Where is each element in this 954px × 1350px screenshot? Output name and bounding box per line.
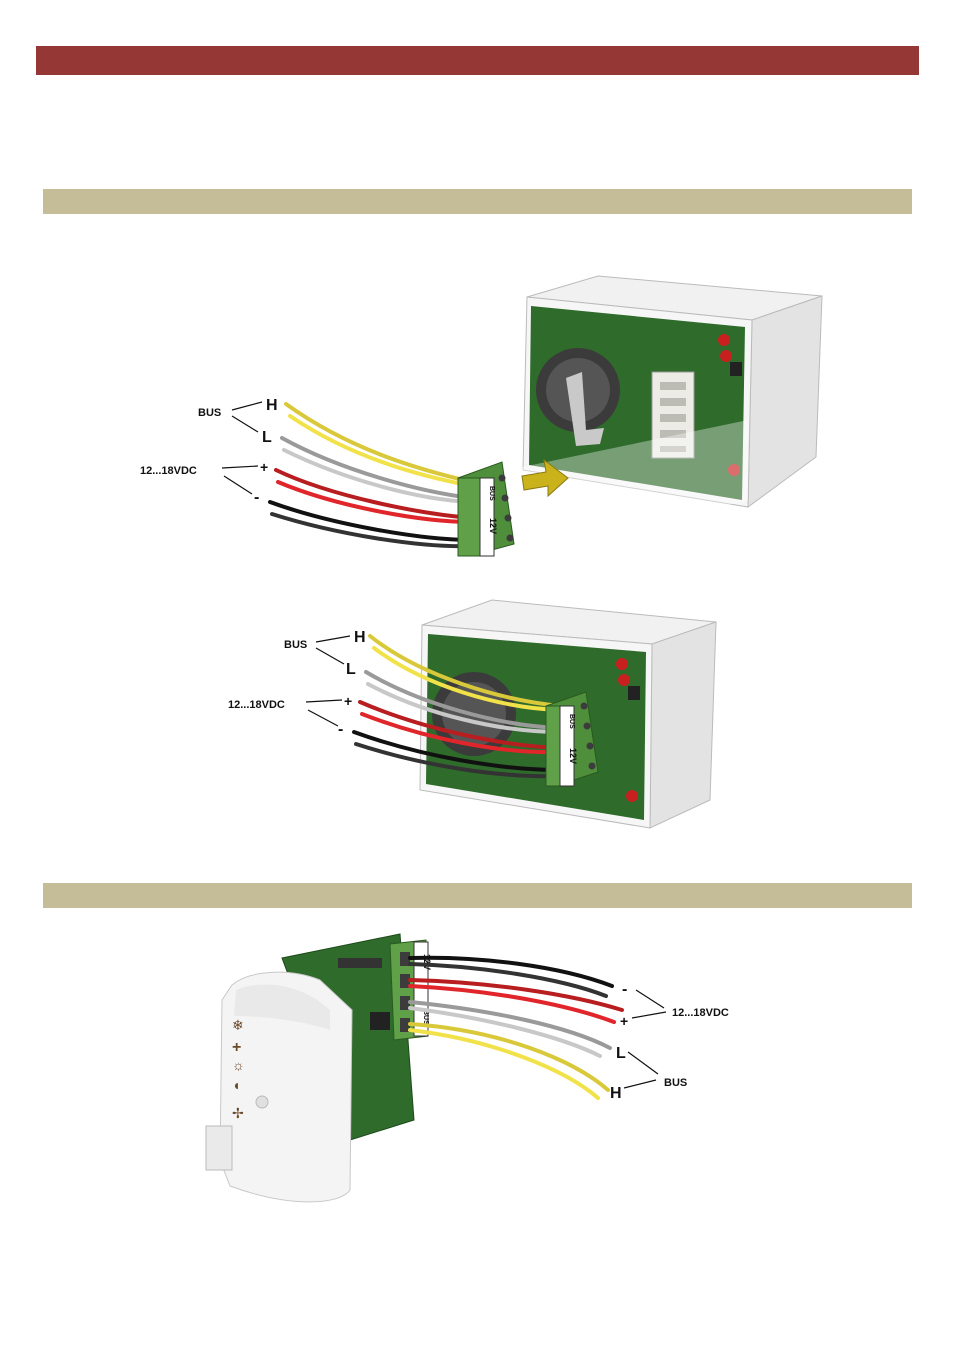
snowflake-icon: ❄ <box>232 1017 244 1033</box>
led-icon <box>626 790 638 802</box>
device-box <box>508 276 822 560</box>
led-icon <box>720 350 732 362</box>
plus-label-3: + <box>620 1013 628 1029</box>
l-label-3: L <box>616 1045 626 1062</box>
sun-icon: ☼ <box>232 1057 245 1073</box>
fan-icon: ✢ <box>232 1105 244 1121</box>
bus-label-3: BUS <box>664 1077 687 1089</box>
wiring-figure-plugged: BUS 12V BUS H L 12...18VDC + - <box>228 600 716 828</box>
terminal-label-12v: 12V <box>488 518 498 534</box>
voltage-label-3: 12...18VDC <box>672 1007 729 1019</box>
minus-label-2: - <box>338 721 343 738</box>
plus-icon: + <box>232 1039 241 1056</box>
h-label: H <box>266 397 278 414</box>
bus-label: BUS <box>198 407 221 419</box>
l-label-2: L <box>346 661 356 678</box>
callouts: BUS H L 12...18VDC + - <box>140 397 278 506</box>
bus-label-2: BUS <box>284 639 307 651</box>
terminal-label-bus-2: BUS <box>568 714 575 729</box>
minus-label: - <box>254 489 259 506</box>
h-label-3: H <box>610 1085 622 1102</box>
terminal-block: BUS 12V <box>458 462 514 556</box>
h-label-2: H <box>354 629 366 646</box>
voltage-label-2: 12...18VDC <box>228 699 285 711</box>
led-icon <box>616 658 628 670</box>
led-icon <box>718 334 730 346</box>
moon-icon: ◖ <box>232 1077 240 1093</box>
wiring-figure-side: ❄ + ☼ ◖ ✢ 12V BUS - + 12...18VDC <box>206 934 729 1202</box>
l-label: L <box>262 429 272 446</box>
plus-label: + <box>260 459 268 475</box>
voltage-label: 12...18VDC <box>140 465 197 477</box>
wires <box>270 404 472 546</box>
terminal-label-12v-2: 12V <box>568 748 578 764</box>
led-icon <box>618 674 630 686</box>
minus-label-3: - <box>622 981 627 998</box>
plus-label-2: + <box>344 693 352 709</box>
terminal-label-bus: BUS <box>488 486 495 501</box>
